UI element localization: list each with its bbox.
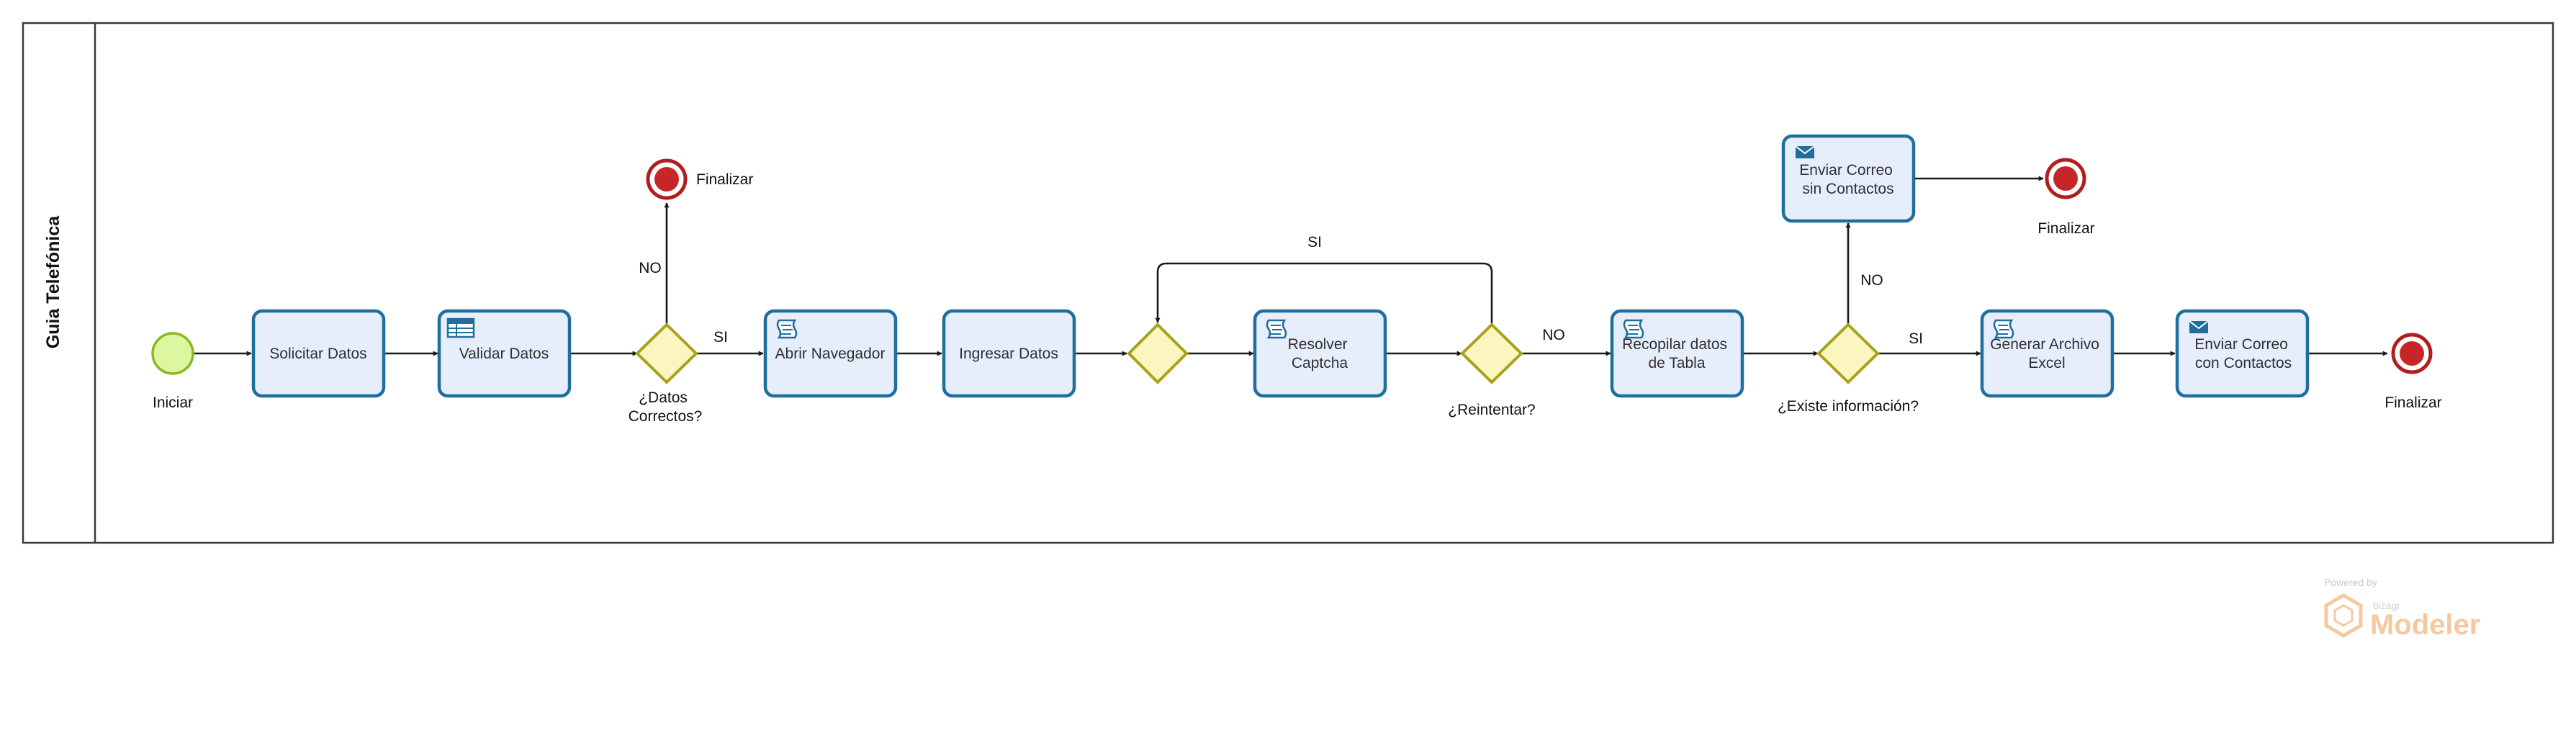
svg-text:Solicitar Datos: Solicitar Datos <box>269 346 366 362</box>
script-icon <box>1993 319 2014 339</box>
gateway-datos-correctos[interactable] <box>635 323 698 384</box>
flow-label-reintentar-si: SI <box>1307 234 1322 251</box>
start-event[interactable] <box>151 332 194 375</box>
svg-text:Resolver Captcha: Resolver Captcha <box>1288 336 1352 371</box>
svg-text:Generar Archivo Excel: Generar Archivo Excel <box>1990 336 2104 371</box>
svg-text:Ingresar Datos: Ingresar Datos <box>959 346 1058 362</box>
gateway-reintentar-label: ¿Reintentar? <box>1448 402 1535 418</box>
flow-reintentar-si <box>1155 262 1493 325</box>
task-solicitar-datos[interactable]: Solicitar Datos <box>251 309 386 398</box>
flow-label-existe-no: NO <box>1860 272 1883 289</box>
gateway-reintentar[interactable] <box>1460 323 1523 384</box>
script-icon <box>1623 319 1644 339</box>
end-event-datos-label: Finalizar <box>696 171 753 188</box>
end-event-datos[interactable] <box>646 158 688 200</box>
end-event-sin-contactos[interactable] <box>2045 158 2086 199</box>
task-enviar-correo-sin-contactos[interactable]: Enviar Correo sin Contactos <box>1781 134 1916 223</box>
watermark-powered: Powered by <box>2324 577 2377 588</box>
svg-text:Validar Datos: Validar Datos <box>459 346 549 362</box>
task-validar-datos[interactable]: Validar Datos <box>437 309 572 398</box>
script-icon <box>1266 319 1287 339</box>
gateway-datos-correctos-label: ¿Datos Correctos? <box>629 389 703 425</box>
envelope-icon <box>2189 320 2209 333</box>
table-icon <box>446 317 475 338</box>
task-resolver-captcha[interactable]: Resolver Captcha <box>1253 309 1387 398</box>
script-icon <box>776 319 798 339</box>
gateway-existe-informacion[interactable] <box>1816 323 1880 384</box>
watermark-brand-small: bizagi <box>2373 600 2400 611</box>
task-recopilar-datos[interactable]: Recopilar datos de Tabla <box>1610 309 1744 398</box>
start-event-label: Iniciar <box>153 394 193 411</box>
task-ingresar-datos[interactable]: Ingresar Datos <box>942 309 1076 398</box>
flow-label-datos-no: NO <box>639 260 662 276</box>
pool <box>22 22 2554 544</box>
svg-text:Enviar Correo con Contac: Enviar Correo con Contactos <box>2194 336 2292 371</box>
flow-label-reintentar-no: NO <box>1542 327 1565 343</box>
flow-label-existe-si: SI <box>1909 330 1923 347</box>
bizagi-logo-icon <box>2324 593 2363 638</box>
sequence-flows <box>194 176 2388 356</box>
svg-text:Enviar Correo sin Contac: Enviar Correo sin Contactos <box>1799 162 1896 197</box>
flow-label-datos-si: SI <box>713 329 728 346</box>
svg-text:Recopilar datos de Tabla: Recopilar datos de Tabla <box>1622 336 1731 371</box>
bizagi-watermark: Powered by bizagi Modeler <box>2324 577 2480 641</box>
envelope-icon <box>1795 145 1815 158</box>
task-generar-archivo-excel[interactable]: Generar Archivo Excel <box>1980 309 2115 398</box>
gateway-merge[interactable] <box>1127 323 1189 384</box>
lane-label: Guia Telefónica <box>43 215 63 348</box>
gateway-existe-informacion-label: ¿Existe información? <box>1778 398 1919 415</box>
end-event-final-label: Finalizar <box>2384 394 2441 411</box>
end-event-sin-contactos-label: Finalizar <box>2037 220 2094 237</box>
task-enviar-correo-con-contactos[interactable]: Enviar Correo con Contactos <box>2175 309 2310 398</box>
svg-text:Abrir Navegador: Abrir Navegador <box>775 346 886 362</box>
end-event-final[interactable] <box>2391 333 2433 374</box>
task-abrir-navegador[interactable]: Abrir Navegador <box>763 309 898 398</box>
watermark-brand: Modeler <box>2370 609 2480 641</box>
